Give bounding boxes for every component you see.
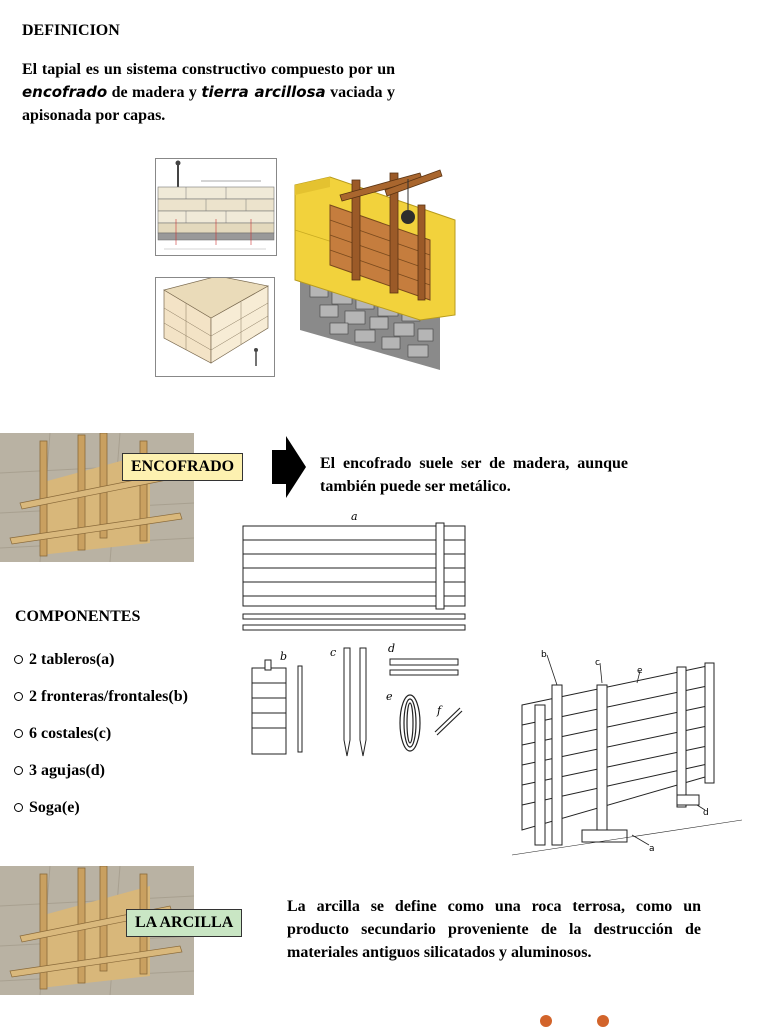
- arrow-right-icon: [272, 436, 306, 498]
- definicion-em-tierra: tierra arcillosa: [201, 83, 326, 101]
- definicion-paragraph: El tapial es un sistema constructivo com…: [22, 58, 395, 127]
- tapial-3d-illustration: [290, 165, 460, 377]
- list-item: Soga(e): [14, 789, 244, 826]
- sketch-letter-e: e: [637, 666, 643, 676]
- assembled-formwork-sketch: b c e d a: [497, 645, 747, 860]
- definicion-text-2: de madera y: [111, 84, 197, 101]
- diagram-letter-b: b: [280, 650, 288, 663]
- bullet-circle-icon: [14, 692, 23, 701]
- list-item: 3 agujas(d): [14, 752, 244, 789]
- arcilla-label: LA ARCILLA: [126, 909, 243, 937]
- diagram-letter-e: e: [386, 690, 393, 703]
- diagram-letter-d: d: [388, 642, 396, 655]
- definicion-heading: DEFINICION: [22, 22, 120, 39]
- decorative-dot-icon: [597, 1015, 609, 1027]
- bullet-circle-icon: [14, 729, 23, 738]
- decorative-dot-icon: [540, 1015, 552, 1027]
- definicion-text-3: vaciada y apisonada por capas.: [22, 84, 395, 124]
- bullet-circle-icon: [14, 766, 23, 775]
- diagram-letter-a: a: [351, 510, 358, 523]
- definicion-em-encofrado: encofrado: [22, 83, 108, 101]
- componentes-heading: COMPONENTES: [15, 608, 141, 625]
- list-item: 2 fronteras/frontales(b): [14, 678, 244, 715]
- sketch-letter-a: a: [649, 844, 655, 854]
- definicion-text-1: El tapial es un sistema constructivo com…: [22, 61, 395, 78]
- diagram-letter-c: c: [330, 646, 337, 659]
- encofrado-label: ENCOFRADO: [122, 453, 244, 481]
- tapial-elevation-figure: [155, 158, 277, 256]
- sketch-letter-c: c: [595, 658, 600, 668]
- encofrado-components-diagram: a b c d e f: [240, 508, 468, 760]
- sketch-letter-d: d: [703, 808, 709, 818]
- list-item: 6 costales(c): [14, 715, 244, 752]
- componentes-list: 2 tableros(a) 2 fronteras/frontales(b) 6…: [14, 641, 244, 826]
- diagram-letter-f: f: [437, 704, 442, 717]
- bullet-circle-icon: [14, 803, 23, 812]
- encofrado-text: El encofrado suele ser de madera, aunque…: [320, 455, 628, 495]
- list-item: 2 tableros(a): [14, 641, 244, 678]
- arcilla-text: La arcilla se define como una roca terro…: [287, 898, 701, 961]
- sketch-letter-b: b: [541, 650, 547, 660]
- bullet-circle-icon: [14, 655, 23, 664]
- arcilla-photo: [0, 866, 194, 995]
- tapial-corner-figure: [155, 275, 275, 377]
